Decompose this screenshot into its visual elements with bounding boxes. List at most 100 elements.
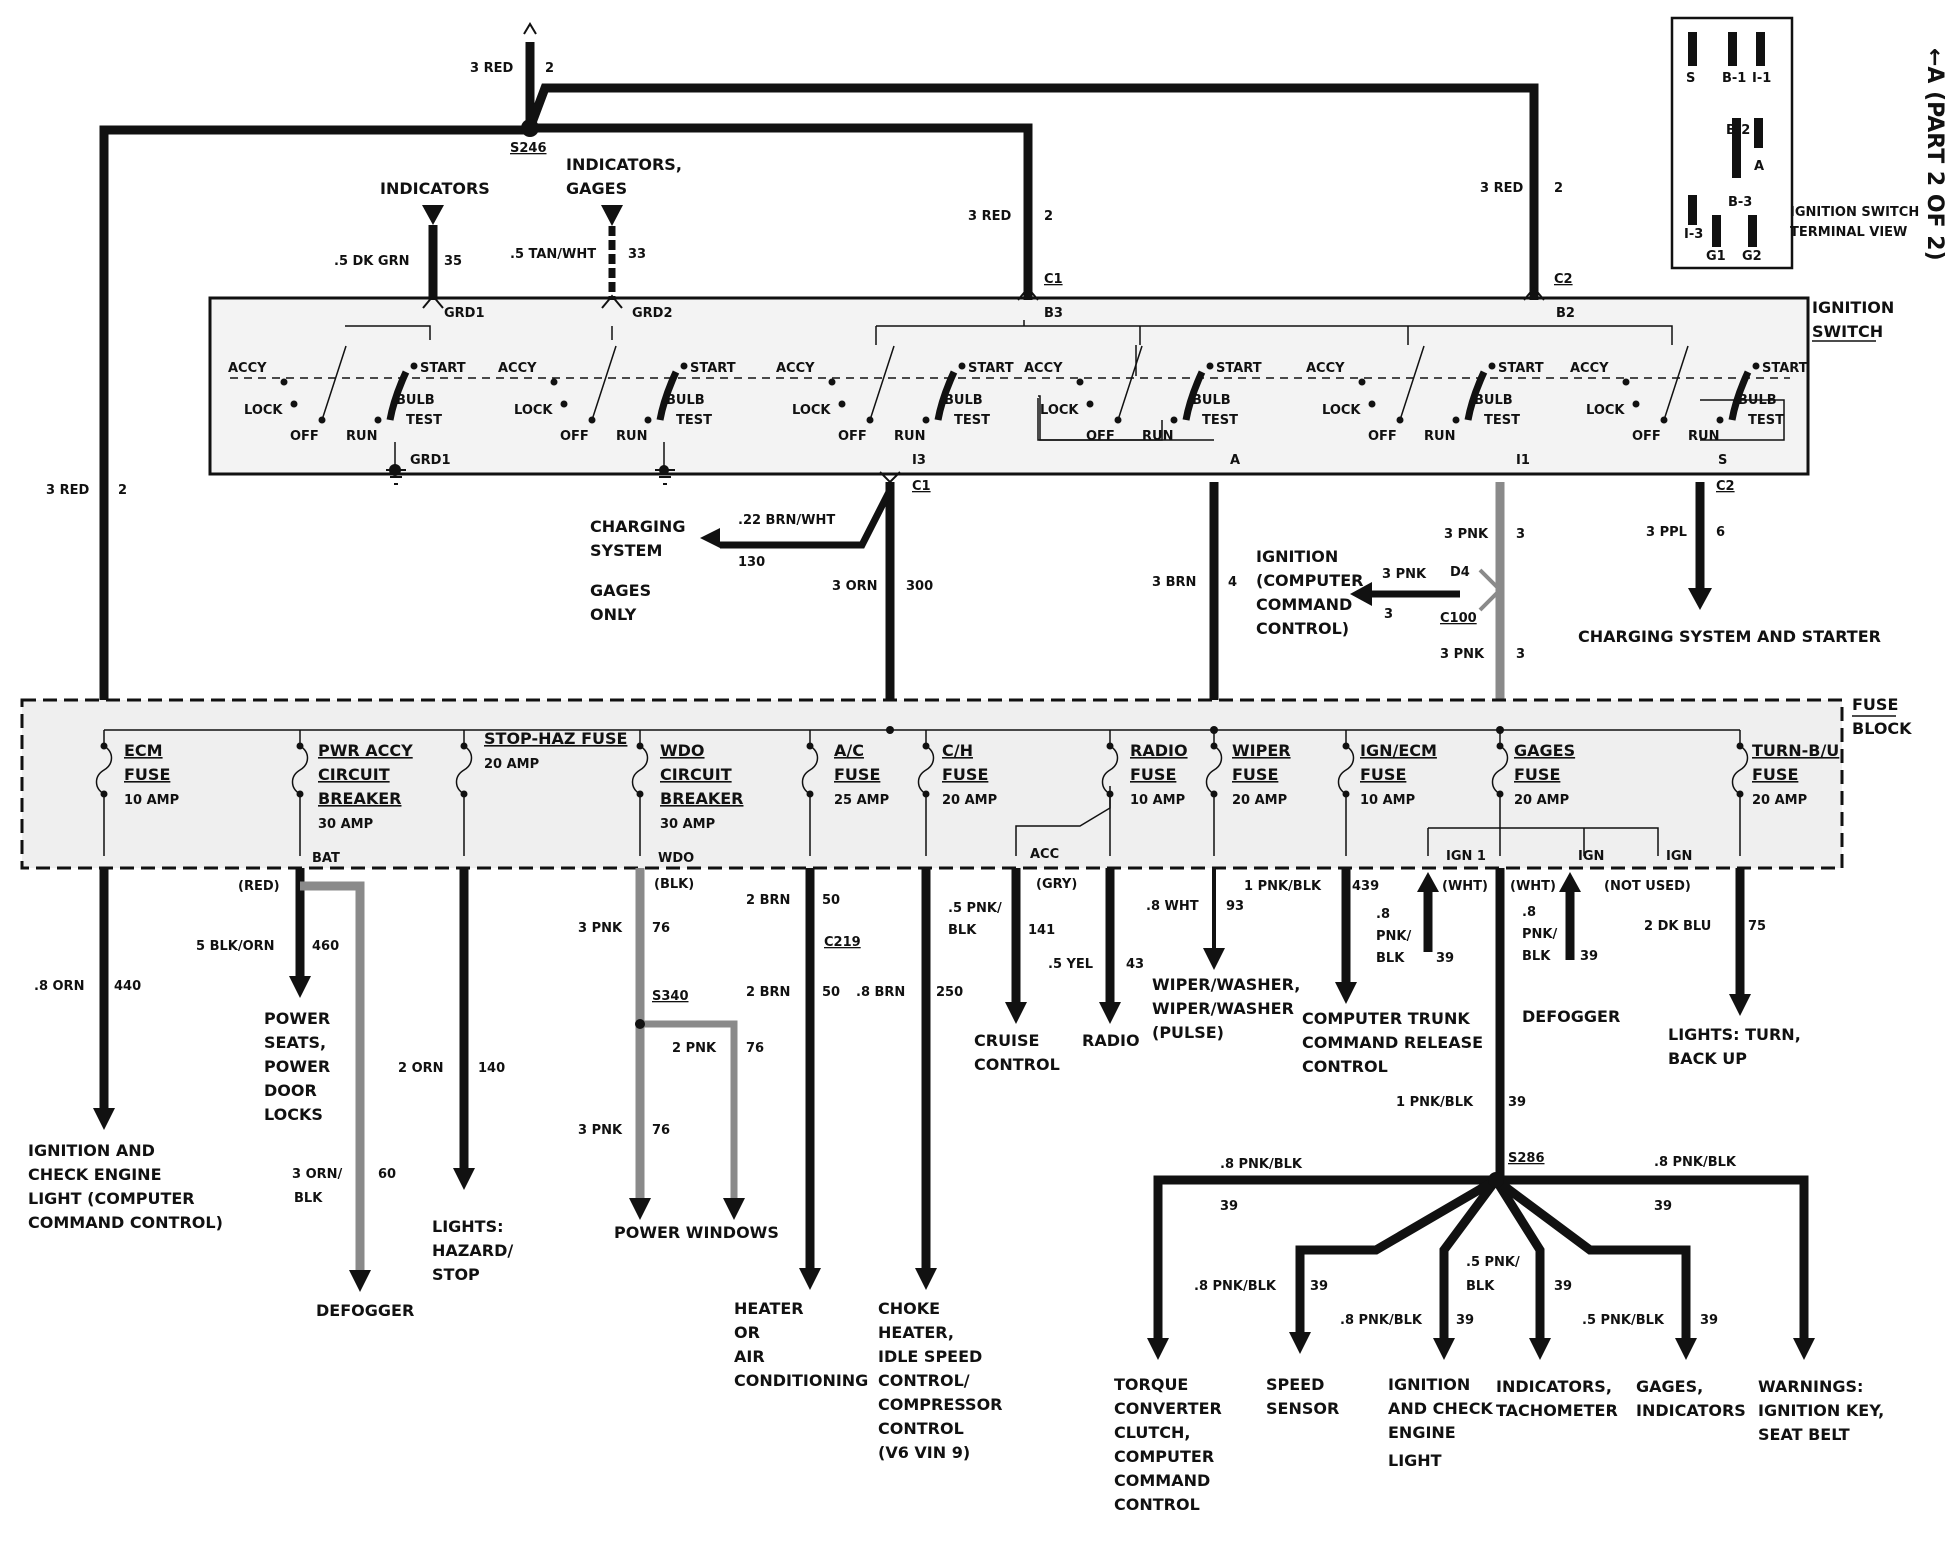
wire-arrow (1729, 994, 1751, 1016)
svg-text:.8 WHT: .8 WHT (1146, 899, 1199, 914)
svg-text:.22 BRN/WHT: .22 BRN/WHT (738, 513, 835, 528)
svg-text:50: 50 (822, 893, 840, 908)
wire-red-c1 (530, 123, 1033, 300)
svg-text:(GRY): (GRY) (1036, 877, 1077, 892)
switch-position-label: TEST (406, 413, 442, 428)
wire-arrow (1005, 1002, 1027, 1024)
svg-text:COMMAND CONTROL): COMMAND CONTROL) (28, 1213, 223, 1232)
switch-position-label: ACCY (1024, 361, 1063, 376)
splice-s246 (521, 119, 539, 137)
fuse-label: 20 AMP (1514, 793, 1569, 808)
svg-text:CHARGING SYSTEM AND STARTER: CHARGING SYSTEM AND STARTER (1578, 627, 1881, 646)
fuse-label: FUSE (1752, 765, 1798, 784)
fuse-label: 20 AMP (942, 793, 997, 808)
fuse-label: TURN-B/U (1752, 741, 1839, 760)
svg-text:.8 BRN: .8 BRN (856, 985, 905, 1000)
wire-arrow (723, 1198, 745, 1220)
output-wires (93, 868, 1815, 1360)
svg-text:TORQUE: TORQUE (1114, 1375, 1188, 1394)
svg-text:CONTROL: CONTROL (1114, 1495, 1200, 1514)
svg-text:3 PNK: 3 PNK (1382, 567, 1427, 582)
svg-text:POWER: POWER (264, 1057, 330, 1076)
svg-text:1 PNK/BLK: 1 PNK/BLK (1396, 1095, 1474, 1110)
svg-text:2 BRN: 2 BRN (746, 893, 790, 908)
switch-position-label: BULB (1192, 393, 1231, 408)
switch-position-label: TEST (1748, 413, 1784, 428)
svg-text:ACC: ACC (1030, 847, 1059, 862)
svg-text:SENSOR: SENSOR (1266, 1399, 1339, 1418)
svg-text:2 DK BLU: 2 DK BLU (1644, 919, 1711, 934)
switch-position-label: LOCK (244, 403, 283, 418)
fuse-block-title-1: FUSE (1852, 695, 1898, 714)
svg-text:PNK/: PNK/ (1376, 929, 1411, 944)
wire-arrow (349, 1270, 371, 1292)
wire-arrow (1335, 982, 1357, 1004)
svg-text:.5 PNK/: .5 PNK/ (948, 901, 1002, 916)
switch-position-label: ACCY (498, 361, 537, 376)
svg-text:C2: C2 (1716, 479, 1735, 494)
ignition-switch-title-1: IGNITION (1812, 298, 1894, 317)
svg-text:2 BRN: 2 BRN (746, 985, 790, 1000)
fuse-label: GAGES (1514, 741, 1575, 760)
svg-text:76: 76 (652, 921, 670, 936)
switch-position-label: RUN (1424, 429, 1455, 444)
switch-position-label: START (690, 361, 736, 376)
ground-symbol (655, 465, 675, 485)
svg-text:.5 TAN/WHT: .5 TAN/WHT (510, 247, 596, 262)
svg-text:AIR: AIR (734, 1347, 765, 1366)
switch-position-label: OFF (838, 429, 867, 444)
svg-text:LIGHT: LIGHT (1388, 1451, 1442, 1470)
switch-position-label: START (1216, 361, 1262, 376)
svg-text:BLK: BLK (1522, 949, 1551, 964)
svg-text:2 ORN: 2 ORN (398, 1061, 444, 1076)
switch-position-label: ACCY (228, 361, 267, 376)
svg-text:COMPUTER: COMPUTER (1114, 1447, 1214, 1466)
svg-text:75: 75 (1748, 919, 1766, 934)
switch-position-label: OFF (290, 429, 319, 444)
svg-text:76: 76 (652, 1123, 670, 1138)
fuse-label: STOP-HAZ FUSE (484, 729, 627, 748)
fuse-label: 20 AMP (1752, 793, 1807, 808)
svg-text:3 PNK: 3 PNK (1444, 527, 1489, 542)
svg-text:A: A (1754, 159, 1764, 174)
svg-text:SEAT BELT: SEAT BELT (1758, 1425, 1850, 1444)
svg-text:AND CHECK: AND CHECK (1388, 1399, 1493, 1418)
svg-text:HAZARD/: HAZARD/ (432, 1241, 513, 1260)
svg-text:4: 4 (1228, 575, 1237, 590)
splice-s286 (1488, 1172, 1504, 1188)
svg-text:WARNINGS:: WARNINGS: (1758, 1377, 1863, 1396)
svg-text:COMMAND: COMMAND (1114, 1471, 1210, 1490)
svg-text:BLK: BLK (1466, 1279, 1495, 1294)
wire (1439, 1177, 1500, 1340)
svg-text:3: 3 (1384, 607, 1393, 622)
svg-text:C100: C100 (1440, 611, 1477, 626)
wire-arrow (1289, 1332, 1311, 1354)
svg-text:3: 3 (1516, 527, 1525, 542)
svg-text:HEATER: HEATER (734, 1299, 804, 1318)
svg-text:2 PNK: 2 PNK (672, 1041, 717, 1056)
fuse-label: FUSE (1232, 765, 1278, 784)
svg-text:IDLE SPEED: IDLE SPEED (878, 1347, 982, 1366)
svg-text:BLK: BLK (1376, 951, 1405, 966)
svg-text:3 PPL: 3 PPL (1646, 525, 1687, 540)
svg-text:CONTROL: CONTROL (974, 1055, 1060, 1074)
terminal-view: S B-1 I-1 B-2 A B-3 I-3 G1 G2 (1670, 16, 1794, 270)
svg-text:1 PNK/BLK: 1 PNK/BLK (1244, 879, 1322, 894)
svg-text:CONTROL/: CONTROL/ (878, 1371, 970, 1390)
svg-text:INDICATORS: INDICATORS (1636, 1401, 1746, 1420)
svg-text:2: 2 (545, 61, 554, 76)
svg-text:S340: S340 (652, 989, 689, 1004)
svg-text:3: 3 (1516, 647, 1525, 662)
svg-text:S246: S246 (510, 141, 547, 156)
svg-text:(PULSE): (PULSE) (1152, 1023, 1224, 1042)
svg-text:130: 130 (738, 555, 765, 570)
svg-text:3 PNK: 3 PNK (1440, 647, 1485, 662)
svg-text:.5 YEL: .5 YEL (1048, 957, 1093, 972)
wire-arrow (93, 1108, 115, 1130)
